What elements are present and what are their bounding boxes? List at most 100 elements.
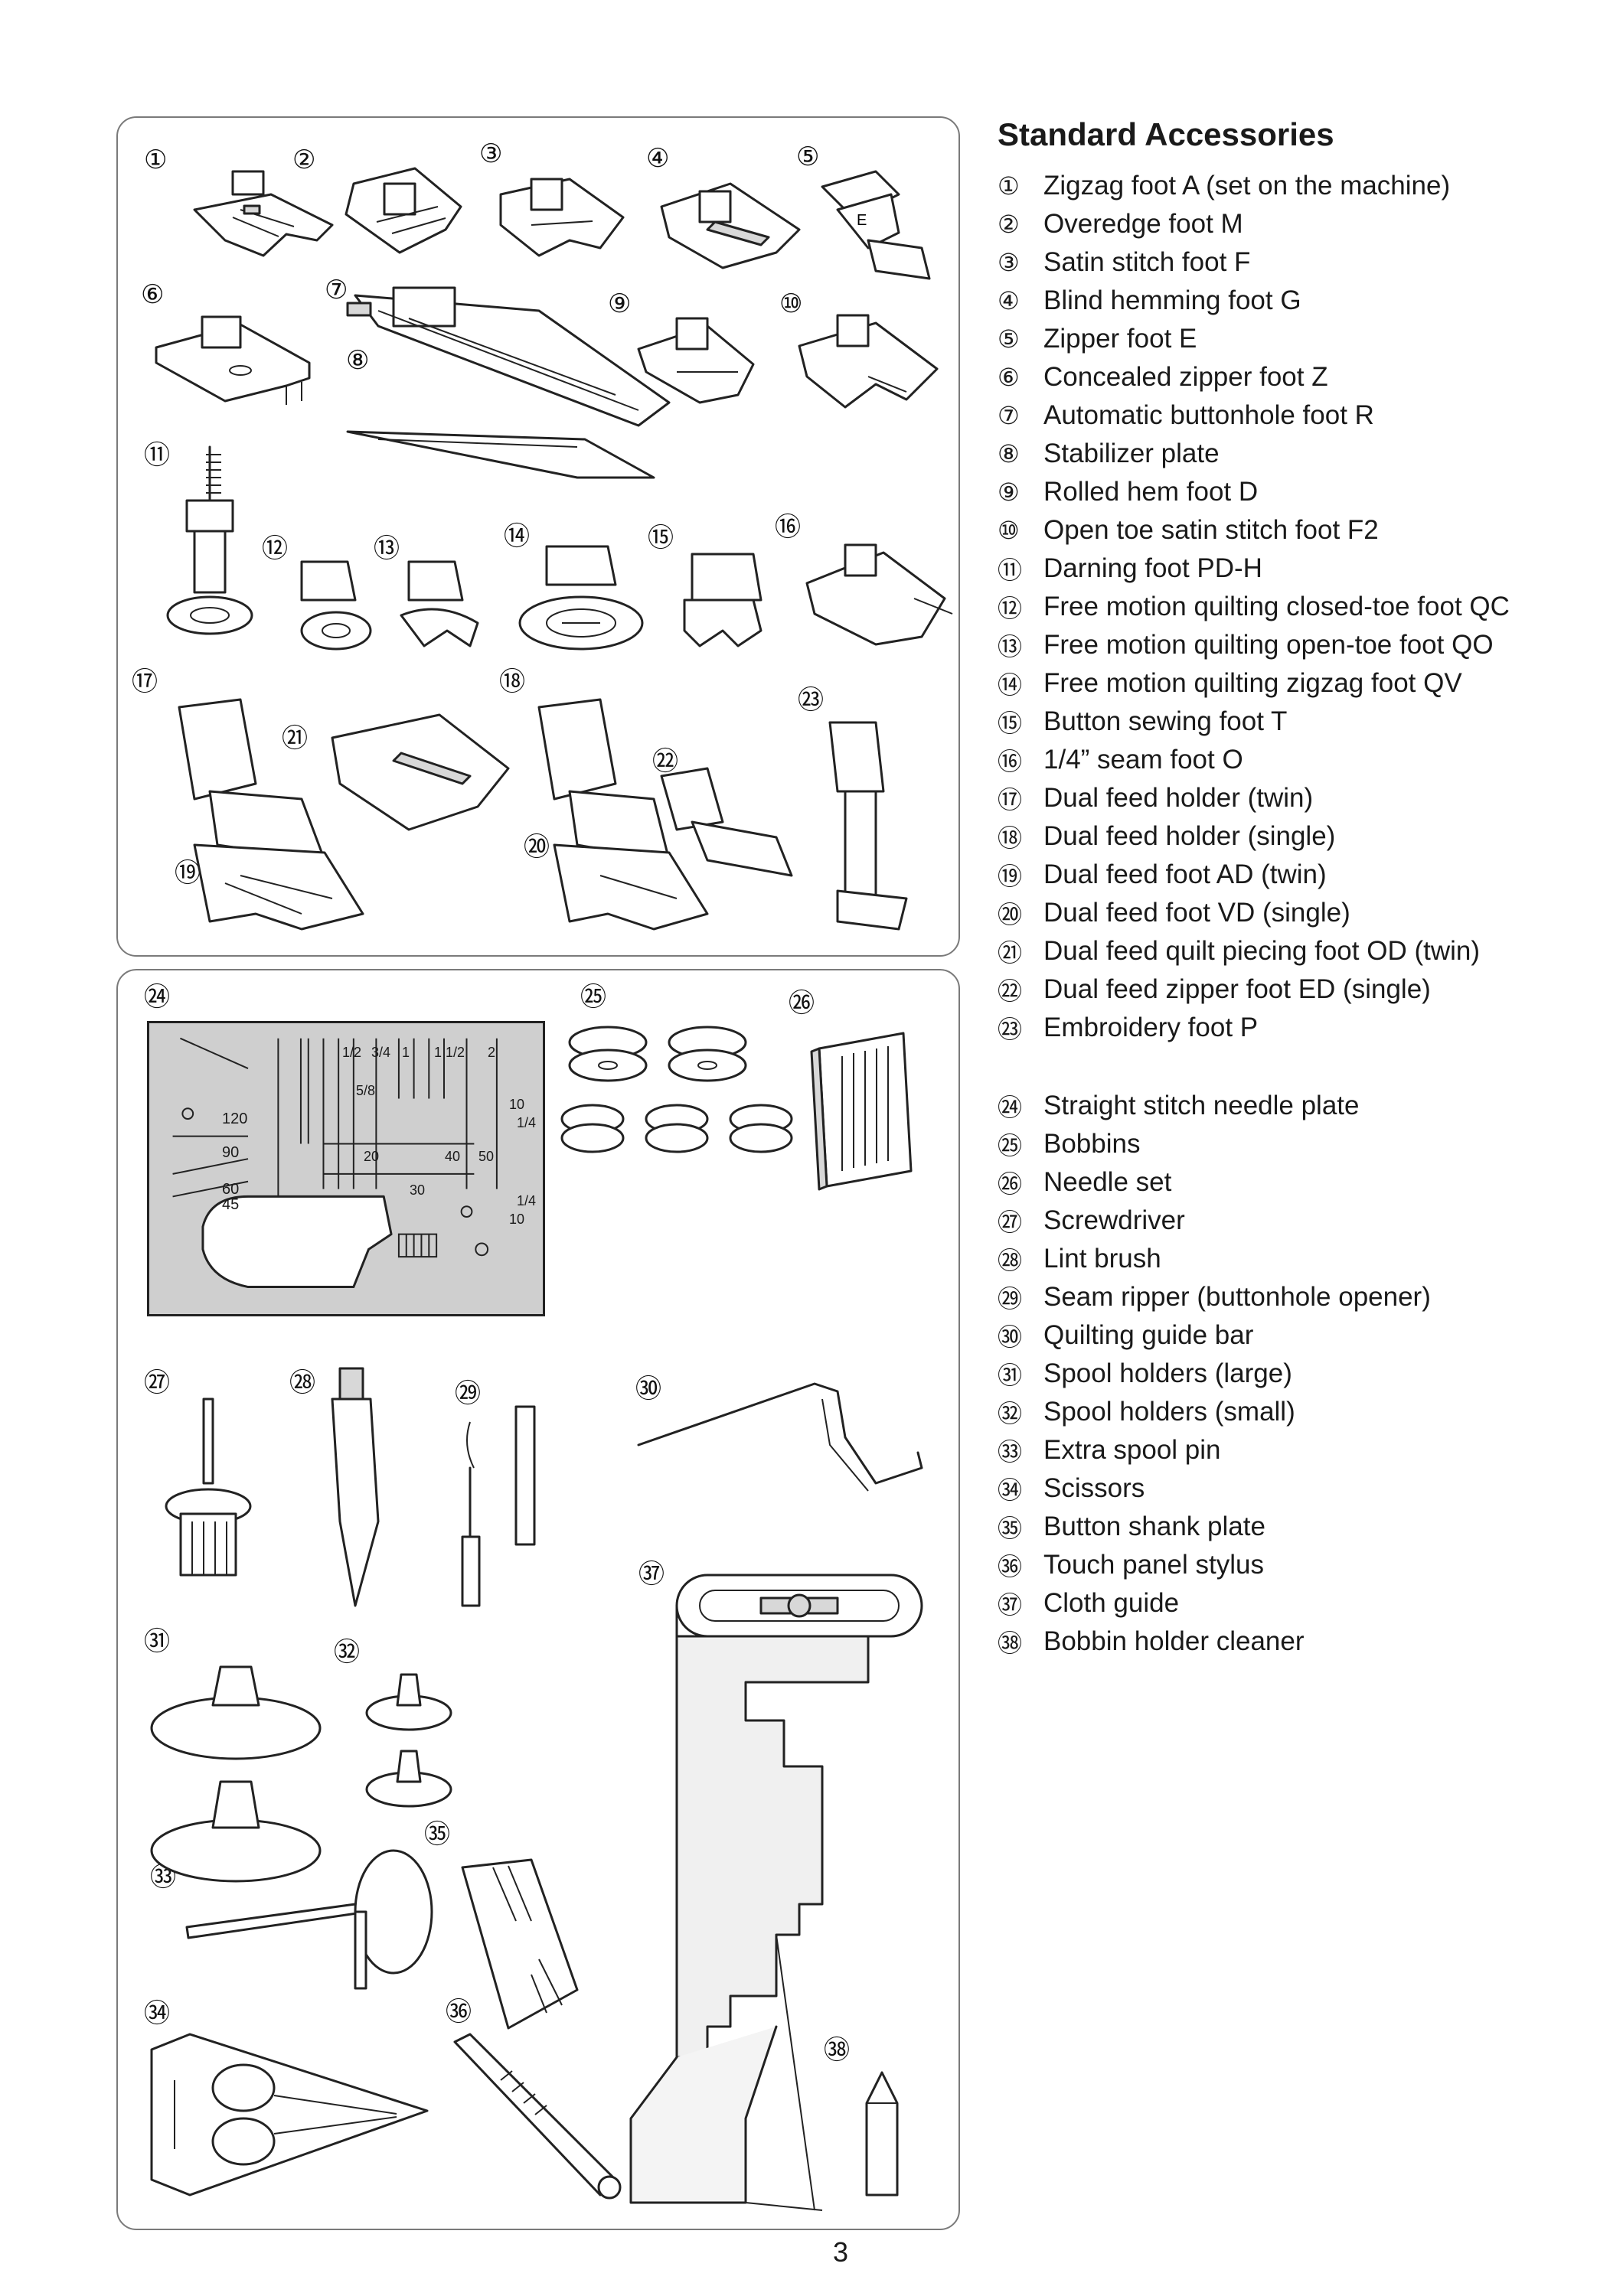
item-label: Spool holders (small) [1043,1397,1295,1427]
scissors-illustration [144,2034,435,2195]
plate-mark-10-bottom: 10 [509,1212,525,1227]
callout-18: ⑱ [499,667,525,697]
callout-20: ⑳ [524,832,550,863]
quarter-inch-seam-foot-o-illustration [799,537,952,652]
button-sewing-foot-t-illustration [669,546,769,654]
item-label: 1/4” seam foot O [1043,745,1243,775]
item-label: Embroidery foot P [1043,1013,1259,1042]
item-label: Free motion quilting open-toe foot QO [1043,630,1494,660]
list-item: ⑲ Dual feed foot AD (twin) [998,856,1510,894]
plate-mark-half: 1/2 [342,1045,362,1060]
button-shank-plate-illustration [447,1852,585,2036]
item-number: ⑱ [998,823,1023,853]
spool-holders-small-illustration [355,1667,462,1820]
callout-35: ㉟ [424,1819,450,1850]
callout-8: ⑧ [346,345,370,376]
item-number: ⑨ [998,478,1020,507]
extra-spool-pin-illustration [179,1851,432,1996]
callout-27: ㉗ [144,1368,170,1398]
callout-26: ㉖ [789,988,815,1019]
item-label: Overedge foot M [1043,209,1243,239]
item-label: Straight stitch needle plate [1043,1091,1360,1120]
item-label: Dual feed foot AD (twin) [1043,859,1327,889]
callout-22: ㉒ [652,746,678,777]
callout-1: ① [144,145,168,175]
callout-21: ㉑ [282,723,308,754]
item-label: Automatic buttonhole foot R [1043,400,1374,430]
callout-9: ⑨ [608,289,632,319]
item-label: Bobbins [1043,1129,1141,1159]
item-number: ㉟ [998,1514,1023,1543]
callout-5: ⑤ [796,142,820,172]
stabilizer-plate-illustration [348,424,654,485]
callout-3: ③ [479,139,503,169]
bobbin-holder-cleaner-illustration [859,2073,905,2203]
dual-feed-foot-vd-single-illustration [508,692,715,937]
item-number: ③ [998,248,1020,277]
dual-feed-foot-ad-twin-illustration [149,692,371,937]
item-label: Dual feed quilt piecing foot OD (twin) [1043,936,1480,966]
item-label: Button sewing foot T [1043,706,1288,736]
callout-19: ⑲ [175,858,201,889]
plate-mark-45: 45 [222,1196,240,1213]
item-number: ⑧ [998,439,1020,468]
list-item: ⑧ Stabilizer plate [998,435,1510,473]
plate-mark-quarter-top: 1/4 [517,1115,537,1130]
item-number: ⑲ [998,862,1023,891]
item-label: Quilting guide bar [1043,1320,1254,1350]
callout-30: ㉚ [635,1374,661,1404]
item-number: ㉛ [998,1361,1023,1390]
item-label: Extra spool pin [1043,1435,1221,1465]
item-number: ⑯ [998,747,1023,776]
callout-34: ㉞ [144,1998,170,2029]
callout-31: ㉛ [144,1626,170,1657]
touch-panel-stylus-illustration [439,2027,631,2210]
plate-mark-10-top: 10 [509,1097,525,1112]
item-label: Dual feed holder (twin) [1043,783,1314,813]
straight-stitch-needle-plate-illustration: 120 90 60 45 1/2 3/4 1 1 1/2 2 5/8 10 1/… [147,1021,545,1316]
presser-feet-panel: ① ② ③ ④ ⑤ ⑥ ⑦ ⑧ ⑨ ⑩ ⑪ ⑫ ⑬ ⑭ ⑮ ⑯ ⑰ ⑱ ⑲ ⑳ … [116,116,960,957]
callout-36: ㊱ [446,1997,472,2027]
screwdriver-illustration [158,1399,257,1583]
item-label: Satin stitch foot F [1043,247,1251,277]
quilting-closed-toe-foot-qc-illustration [279,554,378,654]
item-label: Stabilizer plate [1043,439,1220,468]
zigzag-foot-a-illustration [179,164,340,263]
plate-mark-2: 2 [488,1045,496,1060]
callout-29: ㉙ [455,1378,481,1409]
plate-mark-three-quarter: 3/4 [371,1045,391,1060]
item-label: Free motion quilting closed-toe foot QC [1043,592,1510,621]
callout-16: ⑯ [775,512,801,543]
dual-feed-zipper-foot-ed-illustration [646,761,799,883]
callout-6: ⑥ [141,279,165,310]
item-number: ⑤ [998,325,1020,354]
plate-mark-90: 90 [222,1144,240,1161]
item-label: Lint brush [1043,1244,1161,1274]
item-number: ⑪ [998,556,1023,585]
dual-feed-quilt-piecing-foot-od-illustration [325,707,516,837]
item-label: Concealed zipper foot Z [1043,362,1328,392]
rolled-hem-foot-d-illustration [631,311,761,418]
callout-17: ⑰ [132,667,158,697]
